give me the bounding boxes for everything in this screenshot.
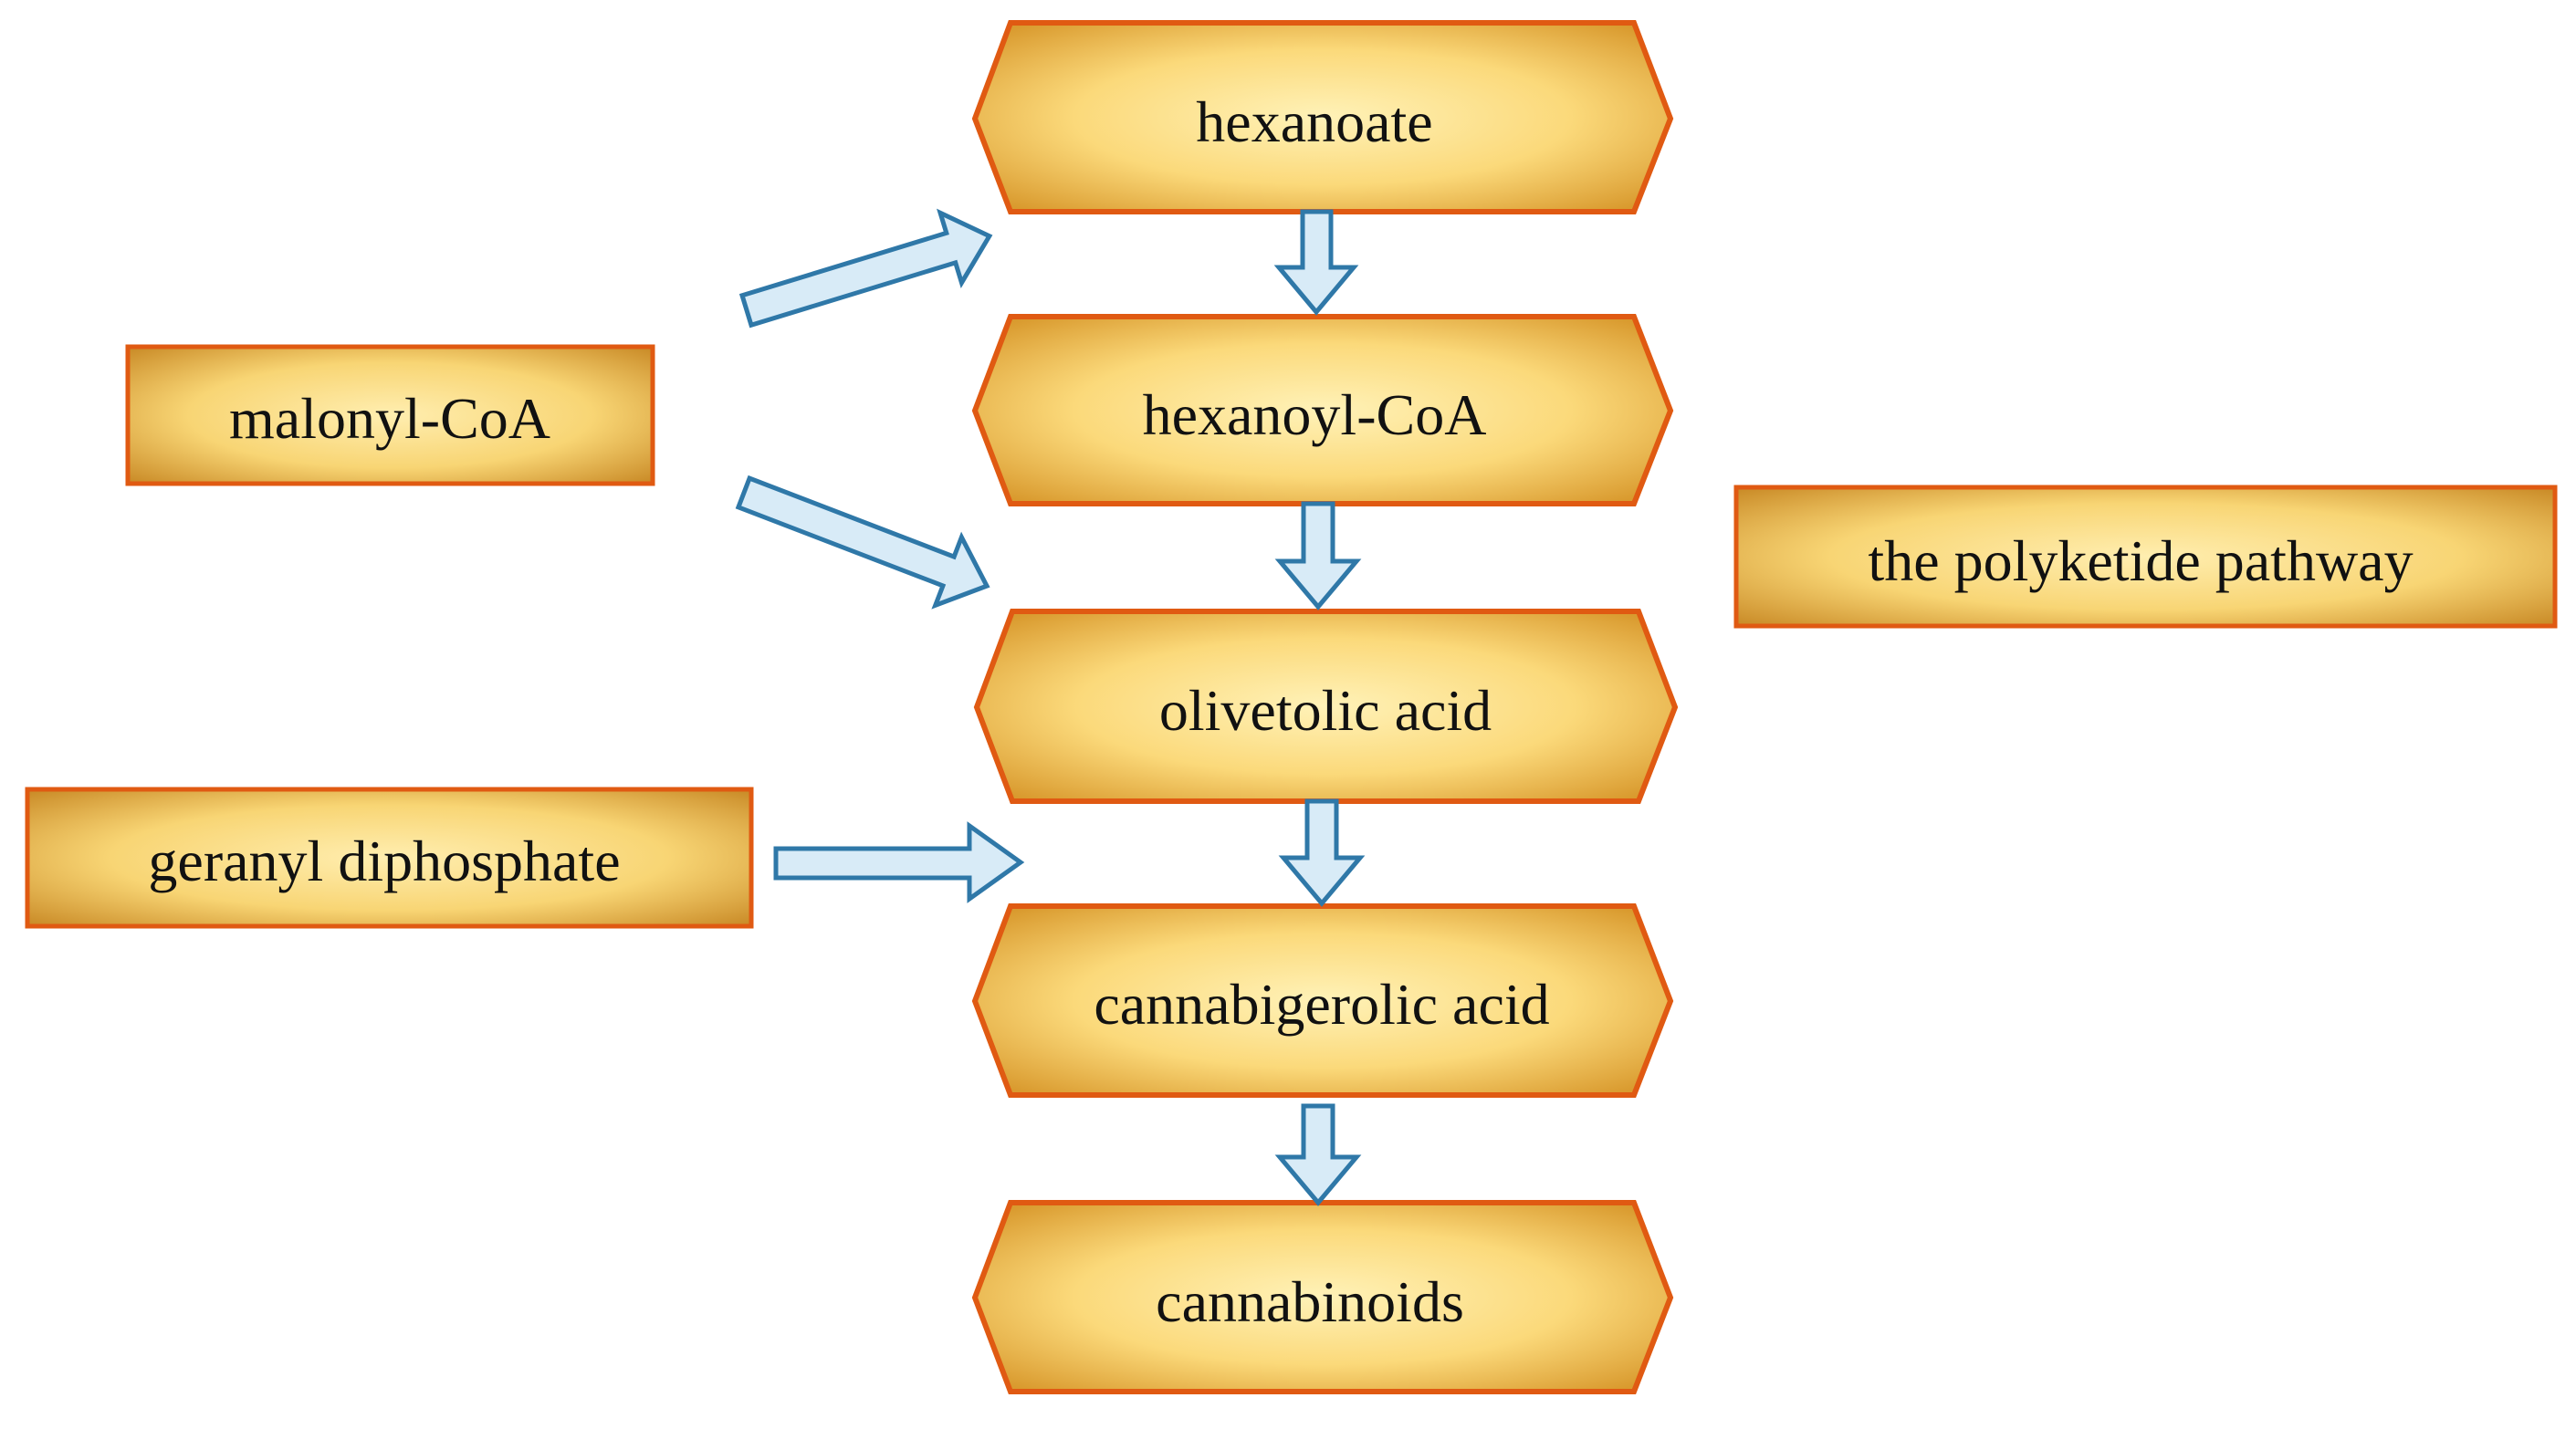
arrow-down-2: [1274, 501, 1362, 610]
node-olivetolic-acid: olivetolic acid: [973, 609, 1679, 804]
node-cannabigerolic-acid-label: cannabigerolic acid: [1094, 972, 1549, 1037]
polyketide-pathway-label: the polyketide pathway: [1868, 528, 2413, 593]
malonyl-coa-label: malonyl-CoA: [229, 386, 550, 451]
node-hexanoyl-coa-label: hexanoyl-CoA: [1143, 382, 1487, 447]
node-olivetolic-acid-label: olivetolic acid: [1159, 678, 1492, 743]
box-malonyl-coa: malonyl-CoA: [125, 344, 655, 486]
node-hexanoyl-coa: hexanoyl-CoA: [971, 314, 1674, 506]
arrow-geranyl-to-cannabigerolic: [773, 821, 1025, 903]
geranyl-diphosphate-label: geranyl diphosphate: [148, 829, 620, 893]
node-hexanoate-label: hexanoate: [1196, 89, 1432, 154]
arrow-down-4: [1274, 1103, 1362, 1206]
node-cannabinoids: cannabinoids: [971, 1200, 1674, 1394]
arrow-down-3: [1278, 798, 1366, 907]
box-polyketide-pathway: the polyketide pathway: [1733, 485, 2558, 629]
arrow-down-1: [1273, 209, 1359, 316]
arrow-malonyl-to-olivetolic: [735, 475, 990, 610]
box-geranyl-diphosphate: geranyl diphosphate: [25, 787, 754, 929]
arrow-malonyl-to-hexanoate: [738, 208, 993, 329]
node-cannabigerolic-acid: cannabigerolic acid: [971, 903, 1674, 1098]
node-hexanoate: hexanoate: [971, 20, 1674, 214]
node-cannabinoids-label: cannabinoids: [1156, 1269, 1464, 1334]
